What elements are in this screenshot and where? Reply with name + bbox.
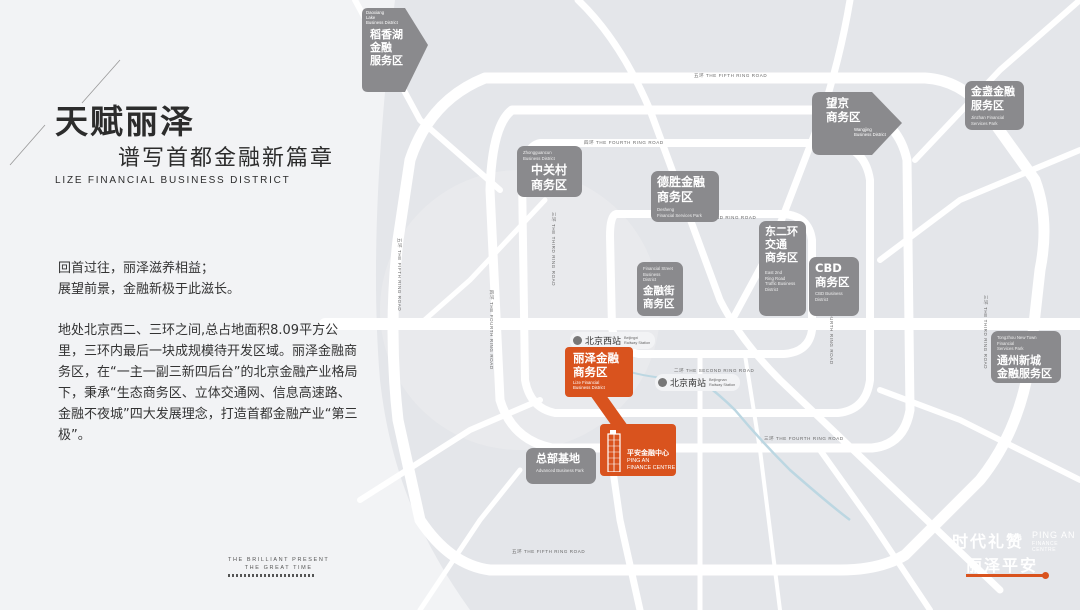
district-desheng-cn: 德胜金融 商务区 (657, 175, 706, 204)
district-desheng-en: Desheng Financial Services Park (657, 207, 702, 218)
district-daoxianghu-en: Daoxiang Lake Business District (366, 10, 398, 25)
ring-label-fourth-bottom: 三环 THE FOURTH RING ROAD (764, 436, 844, 441)
district-wangjing-cn: 望京 商务区 (826, 96, 861, 124)
train-station-icon (573, 336, 582, 345)
district-tongzhou-cn: 通州新城 金融服务区 (997, 353, 1052, 380)
district-cbd-en: CBD Business District (815, 291, 843, 302)
district-lize: 丽泽金融 商务区 Lize Financial Business Distric… (565, 347, 633, 397)
district-dongerhuan: 东二环 交通 商务区 East 2nd Ring Road Traffic Bu… (759, 221, 806, 316)
logo-text-en-1: PING AN (1032, 530, 1076, 540)
ring-label-fourth-top: 四环 THE FOURTH RING ROAD (584, 140, 664, 145)
ring-label-fifth-right: 三环 THE THIRD RING ROAD (983, 295, 988, 370)
district-jinrongjie: Financial Street Business District 金融街 商… (637, 262, 683, 316)
district-zongbu-cn: 总部基地 (536, 452, 580, 465)
district-cbd: CBD 商务区 CBD Business District (809, 257, 859, 316)
ring-label-third-left: 三环 THE THIRD RING ROAD (551, 212, 556, 287)
district-lize-cn: 丽泽金融 商务区 (573, 351, 619, 379)
decorative-lines (9, 59, 121, 166)
district-zhongguancun: Zhongguancun Business District 中关村 商务区 (517, 146, 582, 197)
district-lize-en: Lize Financial Business District (573, 380, 605, 390)
logo-accent-dot (1042, 572, 1049, 579)
ring-label-fifth-top: 五环 THE FIFTH RING ROAD (694, 73, 768, 78)
building-icon (607, 430, 621, 472)
station-beijingxi-cn: 北京西站 (585, 337, 622, 347)
station-beijingnan-cn: 北京南站 (670, 379, 707, 389)
tagline-line-1: THE BRILLIANT PRESENT (228, 557, 330, 563)
logo-text-cn-1: 时代礼赞 (952, 532, 1025, 551)
district-dongerhuan-cn: 东二环 交通 商务区 (765, 225, 798, 264)
logo-text-en-2: FINANCE CENTRE (1032, 541, 1059, 553)
pingan-finance-centre: 平安金融中心 PING AN FINANCE CENTRE (600, 424, 676, 476)
pingan-name-en: PING AN FINANCE CENTRE (627, 458, 676, 471)
district-tongzhou-en: Tongzhou New Town Financial Services Par… (997, 335, 1037, 351)
district-jinzhan: 金盏金融 服务区 Jinzhan Financial Services Park (965, 81, 1024, 130)
tagline: THE BRILLIANT PRESENT THE GREAT TIME (228, 556, 329, 572)
train-station-icon (658, 378, 667, 387)
logo-text-cn-2: 丽泽平安 (966, 556, 1039, 575)
tagline-line-2: THE GREAT TIME (244, 565, 313, 571)
district-cbd-cn: CBD 商务区 (815, 261, 850, 289)
district-tongzhou: Tongzhou New Town Financial Services Par… (991, 331, 1061, 383)
district-wangjing-en: Wangjing Business District (854, 127, 886, 137)
ring-label-fourth-left: 四环 THE FOURTH RING ROAD (489, 290, 494, 370)
district-jinrongjie-en: Financial Street Business District (643, 266, 673, 282)
district-desheng: 德胜金融 商务区 Desheng Financial Services Park (651, 171, 719, 222)
tagline-dashes (228, 574, 314, 577)
page-subtitle: 谱写首都金融新篇章 (118, 146, 335, 171)
district-daoxianghu-cn: 稻香湖 金融 服务区 (370, 28, 403, 67)
district-dongerhuan-en: East 2nd Ring Road Traffic Business Dist… (765, 270, 796, 292)
district-zhongguancun-en: Zhongguancun Business District (523, 150, 555, 161)
pingan-name-cn: 平安金融中心 (627, 449, 669, 457)
district-daoxianghu: Daoxiang Lake Business District 稻香湖 金融 服… (366, 10, 416, 67)
page-title-en: LIZE FINANCIAL BUSINESS DISTRICT (55, 175, 291, 186)
district-zongbu-en: Advanced Business Park (536, 468, 584, 473)
district-zhongguancun-cn: 中关村 商务区 (531, 163, 568, 192)
station-beijingnan-en: Beijingnan Railway Station (709, 378, 736, 387)
ring-label-fifth-left: 五环 THE FIFTH RING ROAD (397, 238, 402, 312)
page-title: 天赋丽泽 (55, 102, 195, 141)
ring-label-second-bottom: 二环 THE SECOND RING ROAD (674, 368, 755, 373)
brand-logo: 时代礼赞 PING AN FINANCE CENTRE 丽泽平安 (950, 526, 1080, 610)
intro-text: 回首过往，丽泽滋养相益； 展望前景，金融新极于此滋长。 地处北京西二、三环之间,… (58, 258, 358, 446)
intro-paragraph: 地处北京西二、三环之间,总占地面积8.09平方公里，三环内最后一块成规模待开发区… (58, 323, 358, 443)
station-beijingnan: 北京南站 Beijingnan Railway Station (655, 374, 741, 391)
district-jinzhan-cn: 金盏金融 服务区 (971, 85, 1015, 112)
district-jinzhan-en: Jinzhan Financial Services Park (971, 115, 1005, 126)
intro-line-2: 展望前景，金融新极于此滋长。 (58, 282, 241, 297)
district-zongbu: 总部基地 Advanced Business Park (526, 448, 596, 484)
logo-accent-bar (966, 574, 1044, 577)
intro-line-1: 回首过往，丽泽滋养相益； (58, 261, 215, 276)
station-beijingxi: 北京西站 Beijingxi Railway Station (570, 332, 656, 349)
district-wangjing: 望京 商务区 Wangjing Business District (820, 96, 895, 137)
ring-label-fifth-bottom: 五环 THE FIFTH RING ROAD (512, 549, 586, 554)
station-beijingxi-en: Beijingxi Railway Station (624, 336, 651, 345)
district-jinrongjie-cn: 金融街 商务区 (643, 284, 675, 310)
